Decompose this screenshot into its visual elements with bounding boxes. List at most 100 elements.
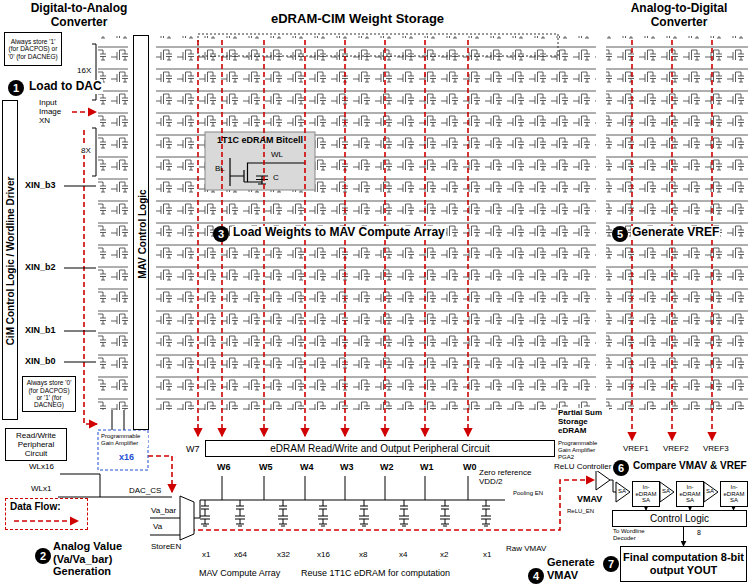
dac-output: [112, 410, 124, 430]
bitcell-box: 1T1C eDRAM Bitcell: [205, 132, 315, 190]
input-wire: [64, 186, 96, 362]
bitline-flow: [197, 40, 199, 436]
node-text: Always store '1' (for DACPOS) or '0' (fo…: [7, 38, 59, 60]
transistor-symbol: [399, 500, 409, 526]
node-text: MAV Control Logic: [134, 36, 150, 431]
bitline-flow: [467, 40, 469, 436]
label-text: VREF2: [662, 444, 690, 453]
label-text: W4: [299, 462, 315, 472]
adc-cells: [606, 36, 748, 410]
label-text: Reuse 1T1C eDRAM for computation: [300, 568, 451, 578]
node-text: Read/Write Peripheral Circuit: [8, 431, 64, 459]
sense-amp-symbol: [704, 482, 718, 502]
input-flow: [72, 111, 96, 113]
callout-number: 3: [213, 226, 229, 242]
label-text: x4: [398, 550, 408, 559]
label-text: ReLU_EN: [566, 508, 595, 515]
callout-number: 4: [528, 568, 544, 584]
dotted-row-box: [198, 34, 558, 56]
label-text: W7: [185, 444, 201, 454]
va-wire: [150, 518, 180, 535]
label-text: StoreEN: [150, 542, 182, 551]
pga-output: [610, 480, 616, 492]
node-text: CiM Control Logic / Wordline Driver: [3, 101, 19, 421]
sense-amp-symbol: [660, 482, 674, 502]
node-text: eDRAM Read/Write and Output Peripheral C…: [270, 443, 489, 455]
label-text: C: [272, 173, 280, 182]
label-text: Raw VMAV: [505, 544, 547, 553]
wordline-wire: [58, 474, 172, 497]
transistor-symbol: [278, 500, 288, 526]
connector: [683, 527, 684, 546]
label-text: Compare VMAV & VREF: [632, 460, 748, 472]
node-text: In-eDRAM SA: [723, 484, 745, 505]
label-text: XIN_b0: [24, 356, 57, 366]
node-text: Control Logic: [650, 513, 709, 525]
sense-amp-symbol: [616, 482, 630, 502]
driver-band: CiM Control Logic / Wordline Driver: [2, 100, 18, 420]
callout-number: 5: [612, 226, 628, 242]
label-text: x16: [118, 452, 135, 462]
label-text: DAC_CS: [128, 486, 162, 495]
label-text: VREF1: [622, 444, 650, 453]
control-band: MAV Control Logic: [133, 35, 149, 430]
label-text: W1: [419, 462, 435, 472]
label-text: WL: [270, 150, 284, 159]
label-text: W5: [258, 462, 274, 472]
label-text: XIN_b3: [24, 180, 57, 190]
label-text: eDRAM-CIM Weight Storage: [270, 12, 445, 27]
callout-number: 7: [603, 556, 619, 572]
note-box: Always store '1' (for DACPOS) or '0' (fo…: [4, 32, 62, 66]
node-text: In-eDRAM SA: [635, 484, 657, 505]
node-text: Final computation 8-bit output YOUT: [623, 551, 744, 576]
transistor-symbol: [200, 500, 210, 526]
label-text: Load to DAC: [28, 80, 103, 94]
peripheral-box: eDRAM Read/Write and Output Peripheral C…: [205, 440, 555, 457]
amplifier-symbol: [596, 470, 610, 490]
mav-flow: [190, 480, 594, 530]
label-text: Partial Sum Storage eDRAM: [557, 408, 609, 436]
vref-flow: [711, 40, 713, 440]
node-text: Always store '0' (for DACPOS) or '1' (fo…: [25, 379, 73, 409]
label-text: W0: [462, 462, 478, 472]
sense-amp-box: In-eDRAM SA: [632, 481, 660, 507]
label-text: Input Image XN: [38, 98, 72, 126]
label-text: Generate VMAV: [546, 556, 603, 581]
label-text: 16X: [76, 66, 92, 75]
dac-flow: [84, 130, 97, 424]
output-box: Final computation 8-bit output YOUT: [620, 546, 747, 582]
label-text: VMAV: [576, 494, 603, 504]
label-text: 8X: [80, 146, 92, 155]
label-text: Generate VREF: [631, 226, 720, 240]
legend-text: Data Flow:: [10, 501, 61, 513]
label-text: W2: [379, 462, 395, 472]
pga-box: [98, 430, 148, 470]
label-text: WLx1: [30, 484, 52, 493]
legend-line: [14, 520, 78, 522]
label-text: VREF3: [702, 444, 730, 453]
label-text: x32: [276, 550, 291, 559]
label-text: Digital-to-Analog Converter: [22, 2, 136, 30]
bracket: [92, 44, 96, 176]
legend-box: Data Flow:: [5, 498, 88, 530]
label-text: x8: [358, 550, 368, 559]
sense-amp-box: In-eDRAM SA: [676, 481, 704, 507]
label-text: x1: [201, 550, 211, 559]
transistor-symbol: [359, 500, 369, 526]
label-text: XIN_b1: [24, 325, 57, 335]
label-text: ReLU Controller: [553, 462, 612, 471]
label-text: Analog-to-Digital Converter: [612, 2, 746, 30]
label-text: SA: [705, 488, 715, 495]
callout-number: 6: [613, 460, 629, 476]
cell-array: [98, 36, 748, 410]
label-text: BL: [214, 164, 226, 173]
label-text: x1: [482, 550, 492, 559]
label-text: Pooling EN: [512, 490, 544, 497]
weight-wire: [222, 476, 468, 500]
label-text: SA: [661, 488, 671, 495]
transistor-symbol: [318, 500, 328, 526]
bitcell-symbol: [230, 158, 305, 186]
label-text: Va_bar: [150, 506, 177, 515]
label-text: x2: [439, 550, 449, 559]
